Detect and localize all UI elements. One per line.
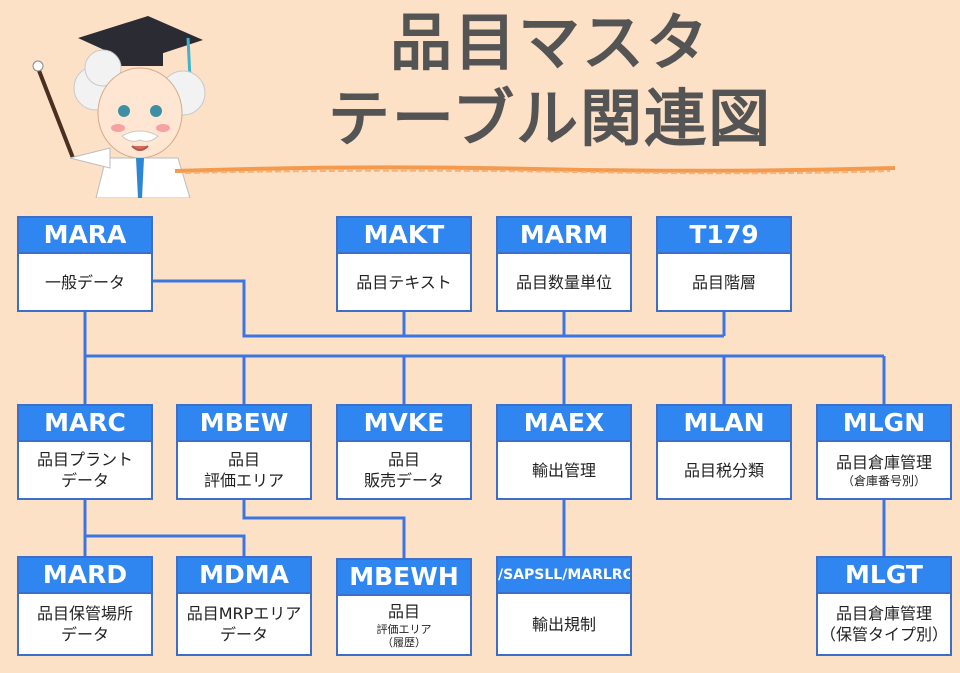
table-desc-line: データ: [219, 625, 268, 644]
table-desc-line: 品目階層: [691, 272, 756, 292]
table-description: 品目保管場所 データ: [19, 594, 151, 656]
table-name: MAKT: [338, 218, 470, 254]
table-desc-line: （履歴）: [382, 636, 426, 650]
table-description: 輸出管理: [498, 442, 630, 500]
table-name: MARM: [498, 218, 630, 254]
table-desc-line: 品目数量単位: [515, 272, 612, 292]
table-desc-line: 品目倉庫管理: [835, 604, 932, 624]
table-desc-line: 品目: [387, 601, 420, 621]
table-desc-line: 品目: [227, 450, 260, 470]
table-box-marc: MARC 品目プラント データ: [17, 404, 153, 500]
title-underline: [175, 165, 895, 175]
table-desc-line: 品目税分類: [683, 460, 764, 480]
table-name: MLGT: [818, 558, 950, 594]
table-desc-line: 評価エリア: [203, 471, 284, 490]
table-description: 輸出規制: [498, 594, 630, 656]
table-description: 品目テキスト: [338, 254, 470, 312]
table-desc-line: 品目プラント: [36, 450, 133, 470]
table-name: MBEW: [178, 406, 310, 442]
table-description: 品目数量単位: [498, 254, 630, 312]
table-name: /SAPSLL/MARLRG: [498, 558, 630, 594]
table-name: MARC: [19, 406, 151, 442]
table-description: 品目倉庫管理 （保管タイプ別）: [818, 594, 950, 656]
table-desc-line: 品目保管場所: [36, 604, 133, 624]
table-name: MBEWH: [338, 560, 470, 596]
table-description: 品目階層: [658, 254, 790, 312]
table-description: 一般データ: [19, 254, 151, 312]
table-description: 品目 評価エリア （履歴）: [338, 596, 470, 656]
table-name: MAEX: [498, 406, 630, 442]
table-desc-note: （倉庫番号別）: [841, 473, 926, 488]
table-box-mbewh: MBEWH 品目 評価エリア （履歴）: [336, 558, 472, 656]
table-box-makt: MAKT 品目テキスト: [336, 216, 472, 312]
table-name: MARA: [19, 218, 151, 254]
table-box-sapsll-marlrg: /SAPSLL/MARLRG 輸出規制: [496, 556, 632, 656]
table-box-mdma: MDMA 品目MRPエリア データ: [176, 556, 312, 656]
table-desc-line: 輸出管理: [531, 460, 596, 480]
table-desc-line: データ: [60, 625, 109, 644]
table-description: 品目プラント データ: [19, 442, 151, 500]
table-desc-line: 品目MRPエリア: [186, 604, 302, 624]
table-desc-line: 販売データ: [363, 471, 444, 490]
table-box-mvke: MVKE 品目 販売データ: [336, 404, 472, 500]
table-name: MARD: [19, 558, 151, 594]
table-box-mara: MARA 一般データ: [17, 216, 153, 312]
table-description: 品目税分類: [658, 442, 790, 500]
table-name: MLGN: [818, 406, 950, 442]
table-name: T179: [658, 218, 790, 254]
table-box-t179: T179 品目階層: [656, 216, 792, 312]
table-desc-line: 評価エリア: [376, 622, 432, 636]
table-desc-line: 輸出規制: [531, 614, 596, 634]
table-desc-line: 品目: [387, 450, 420, 470]
table-name: MLAN: [658, 406, 790, 442]
table-box-mard: MARD 品目保管場所 データ: [17, 556, 153, 656]
table-desc-line: 一般データ: [44, 272, 125, 292]
table-box-mbew: MBEW 品目 評価エリア: [176, 404, 312, 500]
table-description: 品目MRPエリア データ: [178, 594, 310, 656]
diagram-title-line2: テーブル関連図: [327, 82, 773, 155]
table-box-maex: MAEX 輸出管理: [496, 404, 632, 500]
table-description: 品目 販売データ: [338, 442, 470, 500]
table-box-mlan: MLAN 品目税分類: [656, 404, 792, 500]
table-desc-line: データ: [60, 471, 109, 490]
table-name: MVKE: [338, 406, 470, 442]
diagram-title-line1: 品目マスタ: [389, 6, 710, 79]
table-desc-line: 品目テキスト: [356, 272, 452, 292]
table-desc-line: （保管タイプ別）: [819, 625, 948, 644]
table-desc-line: 品目倉庫管理: [835, 452, 932, 472]
professor-mascot-icon: [32, 16, 206, 198]
table-box-mlgn: MLGN 品目倉庫管理 （倉庫番号別）: [816, 404, 952, 500]
table-box-marm: MARM 品目数量単位: [496, 216, 632, 312]
table-name: MDMA: [178, 558, 310, 594]
table-description: 品目倉庫管理 （倉庫番号別）: [818, 442, 950, 500]
table-description: 品目 評価エリア: [178, 442, 310, 500]
table-box-mlgt: MLGT 品目倉庫管理 （保管タイプ別）: [816, 556, 952, 656]
